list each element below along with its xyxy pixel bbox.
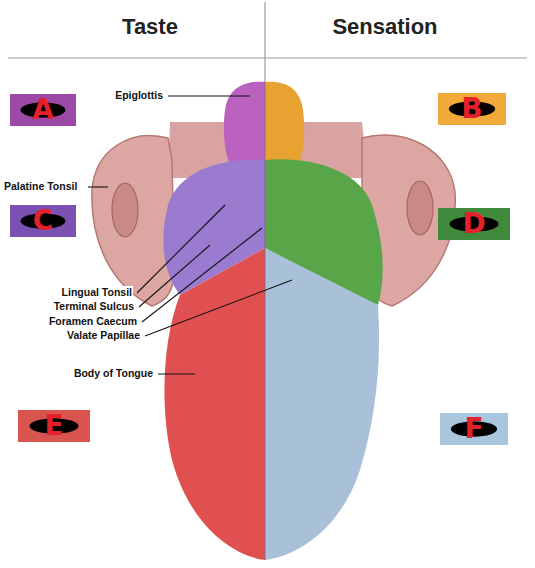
midline [265,82,266,560]
color-swatch: C [10,205,76,237]
handwritten-letter: D [438,209,510,239]
handwritten-letter: A [10,95,76,125]
handwritten-letter: E [18,411,90,441]
part-label: Palatine Tonsil [3,180,78,193]
body-sensation [265,248,379,560]
part-label: Epiglottis [114,89,164,102]
leader-line [88,186,108,187]
part-label: Body of Tongue [73,367,154,380]
epiglottis-sensation [265,82,304,170]
leader-line [137,205,225,293]
header-rule [8,57,527,58]
part-label: Terminal Sulcus [53,300,135,313]
palatine-arch [92,136,175,306]
part-label: Foramen Caecum [48,315,138,328]
handwritten-letter: C [10,206,76,236]
leader-line [158,373,195,374]
leader-line [168,95,250,96]
palatine-tonsil [407,181,433,235]
color-swatch: B [438,93,506,125]
column-heading: Taste [122,14,178,40]
part-label: Valate Papillae [66,329,141,342]
color-swatch: D [438,208,510,240]
handwritten-letter: F [440,414,508,444]
leader-line [139,245,210,307]
epiglottis-taste [224,82,265,170]
body-taste [164,248,265,560]
color-swatch: E [18,410,90,442]
palatine-tonsil [112,183,138,237]
color-swatch: A [10,94,76,126]
part-label: Lingual Tonsil [61,286,133,299]
color-swatch: F [440,413,508,445]
divider-line [264,2,265,84]
handwritten-letter: B [438,94,506,124]
column-heading: Sensation [332,14,437,40]
leader-line [145,280,292,336]
leader-line [142,228,262,322]
